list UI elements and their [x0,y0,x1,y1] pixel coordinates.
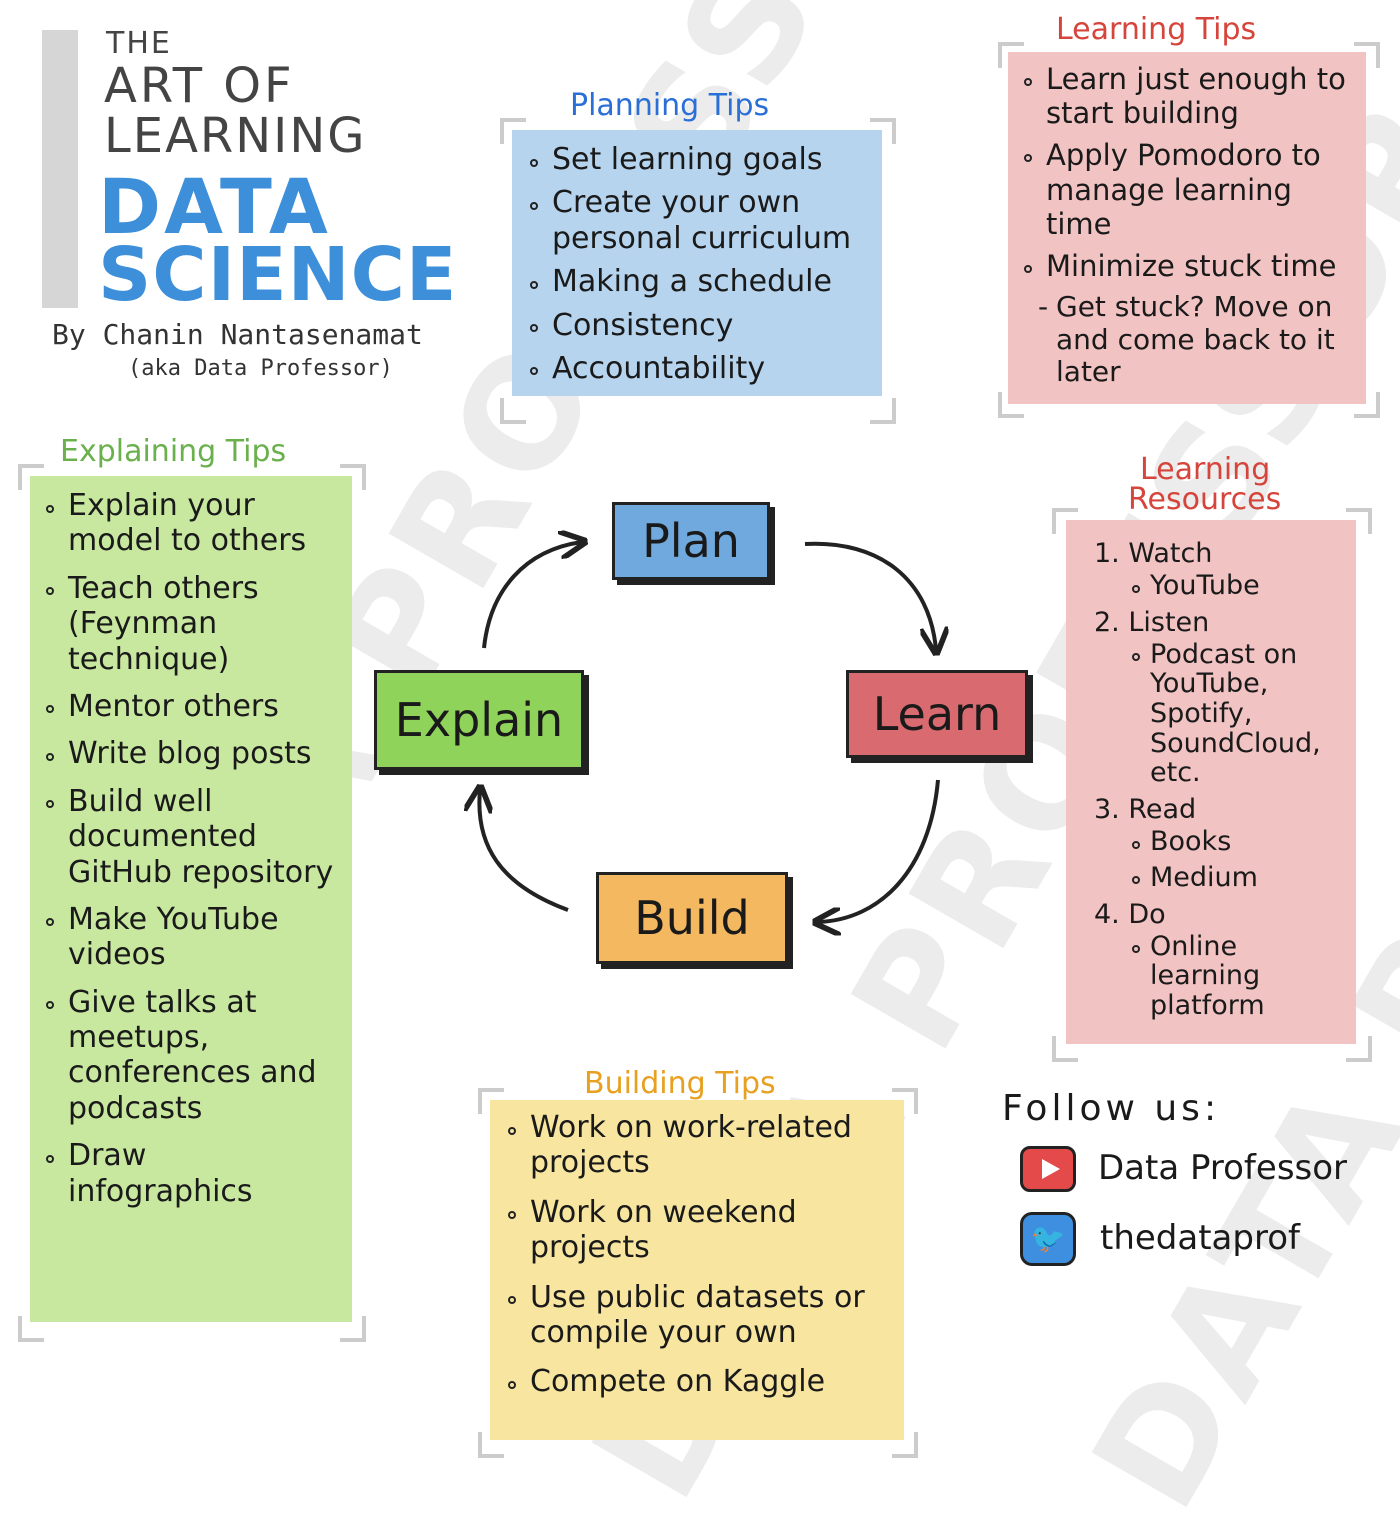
bracket [500,118,526,144]
list-item: Explain your model to others [42,488,340,559]
resource-heading: 4. Do [1094,898,1166,930]
list-item: Accountability [526,351,868,386]
bracket [18,1316,44,1342]
bracket [478,1432,504,1458]
bracket [1346,508,1372,534]
title-learning: LEARNING [104,108,367,164]
resources-title-line2: Resources [1128,482,1282,517]
bracket [340,1316,366,1342]
list-item: Write blog posts [42,736,340,771]
bracket [1346,1036,1372,1062]
cycle-build: Build [596,872,788,964]
planning-tips-card: Set learning goals Create your own perso… [512,130,882,396]
list-item: Teach others (Feynman technique) [42,571,340,677]
explaining-title: Explaining Tips [60,434,287,469]
author: By Chanin Nantasenamat [52,318,423,351]
learning-resources-card: 1. Watch YouTube 2. Listen Podcast on Yo… [1066,520,1356,1044]
cycle-explain: Explain [374,670,584,770]
list-item: Learn just enough to start building [1020,62,1354,130]
cycle-arrows [0,0,1400,1472]
list-item: Mentor others [42,689,340,724]
bracket [478,1088,504,1114]
title-the: THE [106,26,172,61]
building-title: Building Tips [584,1066,776,1101]
youtube-icon [1020,1146,1076,1192]
list-item: Minimize stuck time [1020,249,1354,283]
arrow-explain-to-plan [482,542,582,649]
cycle-plan: Plan [612,502,770,580]
list-item: Create your own personal curriculum [526,185,868,256]
resource-heading: 3. Read [1094,794,1197,826]
list-item: Draw infographics [42,1138,340,1209]
list-item: Consistency [526,308,868,343]
arrow-build-to-explain [479,790,569,912]
list-item: Apply Pomodoro to manage learning time [1020,138,1354,241]
resource-heading: 1. Watch [1094,538,1213,569]
list-item: Use public datasets or compile your own [504,1280,890,1351]
title-data: DATA [98,162,331,251]
twitter-handle: thedataprof [1100,1218,1300,1258]
title-bar [42,30,78,308]
bracket [870,118,896,144]
cycle-learn: Learn [846,670,1028,758]
arrow-learn-to-build [818,779,940,922]
learning-tips-card: Learn just enough to start building Appl… [1008,52,1366,404]
resource-heading: 2. Listen [1094,606,1210,638]
title-art-of: ART OF [104,58,295,114]
resource-item: Medium [1076,863,1346,893]
bracket [1052,1036,1078,1062]
sub-item: Get stuck? Move on and come back to it l… [1020,291,1354,388]
list-item: Give talks at meetups, conferences and p… [42,985,340,1127]
resource-item: Books [1076,827,1346,857]
author-alias: (aka Data Professor) [128,356,393,381]
building-tips-card: Work on work-related projects Work on we… [490,1100,904,1440]
follow-label: Follow us: [1002,1088,1221,1129]
bracket [18,464,44,490]
bracket [500,398,526,424]
bracket [892,1088,918,1114]
bracket [998,392,1024,418]
bracket [1354,42,1380,68]
resources-title-line1: Learning [1140,452,1271,487]
bracket [1354,392,1380,418]
list-item: Making a schedule [526,264,868,299]
bracket [340,464,366,490]
bracket [892,1432,918,1458]
title-science: SCIENCE [98,232,458,318]
arrow-plan-to-learn [804,541,936,650]
resource-item: Podcast on YouTube, Spotify, SoundCloud,… [1076,639,1346,788]
list-item: Make YouTube videos [42,902,340,973]
learning-tips-title: Learning Tips [1056,12,1257,47]
list-item: Compete on Kaggle [504,1364,890,1399]
list-item: Set learning goals [526,142,868,177]
resource-item: YouTube [1076,571,1346,601]
bracket [998,42,1024,68]
resource-item: Online learning platform [1076,931,1346,1021]
youtube-channel: Data Professor [1098,1148,1348,1188]
explaining-tips-card: Explain your model to others Teach other… [30,476,352,1322]
list-item: Work on weekend projects [504,1195,890,1266]
twitter-icon: 🐦 [1020,1212,1076,1266]
bracket [870,398,896,424]
planning-title: Planning Tips [570,88,770,123]
list-item: Work on work-related projects [504,1110,890,1181]
list-item: Build well documented GitHub repository [42,784,340,890]
bracket [1052,508,1078,534]
